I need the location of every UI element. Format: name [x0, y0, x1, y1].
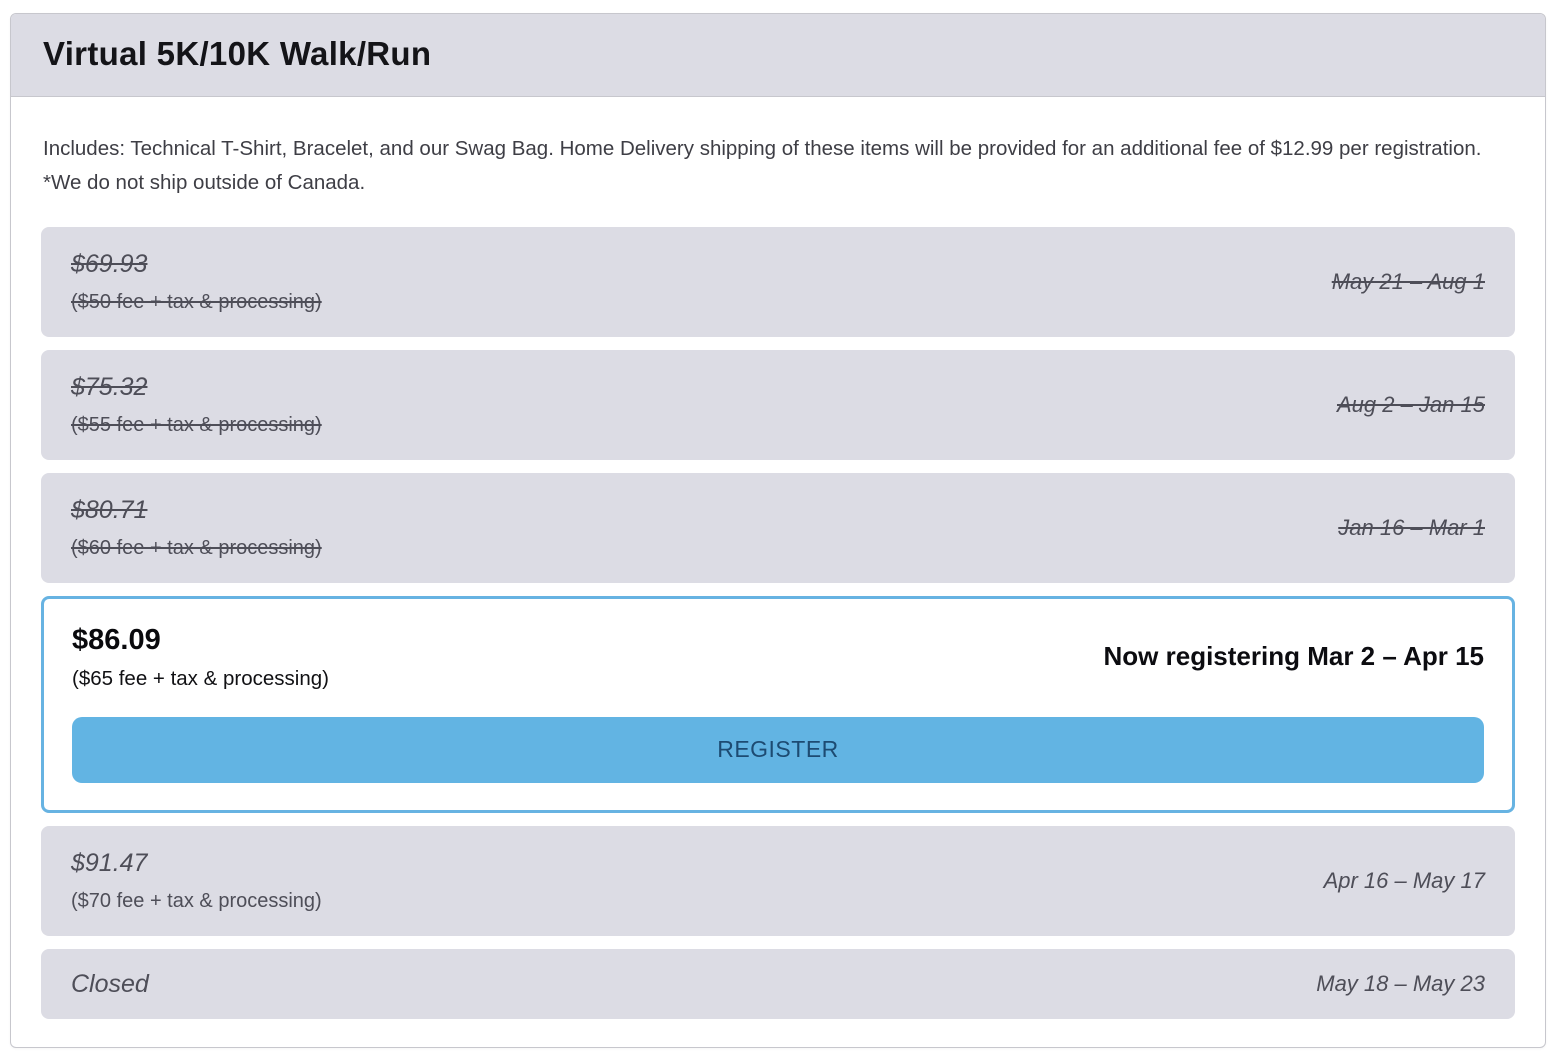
- now-registering-label: Now registering Mar 2 – Apr 15: [1103, 641, 1484, 672]
- active-tier-summary: $86.09 ($65 fee + tax & processing) Now …: [72, 623, 1484, 691]
- pricing-tier-past-3: $80.71 ($60 fee + tax & processing) Jan …: [41, 472, 1515, 583]
- page-title: Virtual 5K/10K Walk/Run: [43, 35, 432, 72]
- event-description: Includes: Technical T-Shirt, Bracelet, a…: [43, 137, 1482, 195]
- tier-date-range: May 18 – May 23: [1316, 970, 1485, 996]
- tier-price-block: $69.93 ($50 fee + tax & processing): [71, 249, 322, 315]
- tier-fee-note: ($70 fee + tax & processing): [71, 889, 322, 912]
- tier-fee-note: ($55 fee + tax & processing): [71, 413, 322, 436]
- tier-price-block: $91.47 ($70 fee + tax & processing): [71, 848, 322, 914]
- closed-label: Closed: [71, 969, 149, 998]
- tier-fee-note: ($50 fee + tax & processing): [71, 290, 322, 313]
- pricing-tier-closed: Closed May 18 – May 23: [41, 948, 1515, 1019]
- pricing-tier-future: $91.47 ($70 fee + tax & processing) Apr …: [41, 825, 1515, 936]
- tier-price: $75.32: [71, 372, 148, 401]
- tier-price: $80.71: [71, 495, 148, 524]
- tier-price: $91.47: [71, 848, 148, 877]
- tier-price-block: $75.32 ($55 fee + tax & processing): [71, 372, 322, 438]
- tier-date-range: May 21 – Aug 1: [1331, 268, 1485, 294]
- tier-price-block: $80.71 ($60 fee + tax & processing): [71, 495, 322, 561]
- event-card-header: Virtual 5K/10K Walk/Run: [11, 14, 1545, 97]
- active-tier-price: $86.09: [72, 623, 161, 656]
- tier-price-block: Closed: [71, 969, 149, 999]
- active-tier-fee-note: ($65 fee + tax & processing): [72, 666, 329, 690]
- pricing-tier-past-2: $75.32 ($55 fee + tax & processing) Aug …: [41, 349, 1515, 460]
- register-button[interactable]: REGISTER: [72, 716, 1484, 783]
- tier-fee-note: ($60 fee + tax & processing): [71, 536, 322, 559]
- tier-price: $69.93: [71, 249, 148, 278]
- tier-price-block: $86.09 ($65 fee + tax & processing): [72, 623, 329, 691]
- event-card: Virtual 5K/10K Walk/Run Includes: Techni…: [10, 13, 1546, 1048]
- pricing-tier-past-1: $69.93 ($50 fee + tax & processing) May …: [41, 226, 1515, 337]
- pricing-tier-active: $86.09 ($65 fee + tax & processing) Now …: [41, 595, 1515, 813]
- tier-date-range: Jan 16 – Mar 1: [1338, 514, 1485, 540]
- tier-date-range: Apr 16 – May 17: [1323, 867, 1485, 893]
- tier-date-range: Aug 2 – Jan 15: [1336, 391, 1485, 417]
- event-card-body: Includes: Technical T-Shirt, Bracelet, a…: [11, 97, 1545, 1047]
